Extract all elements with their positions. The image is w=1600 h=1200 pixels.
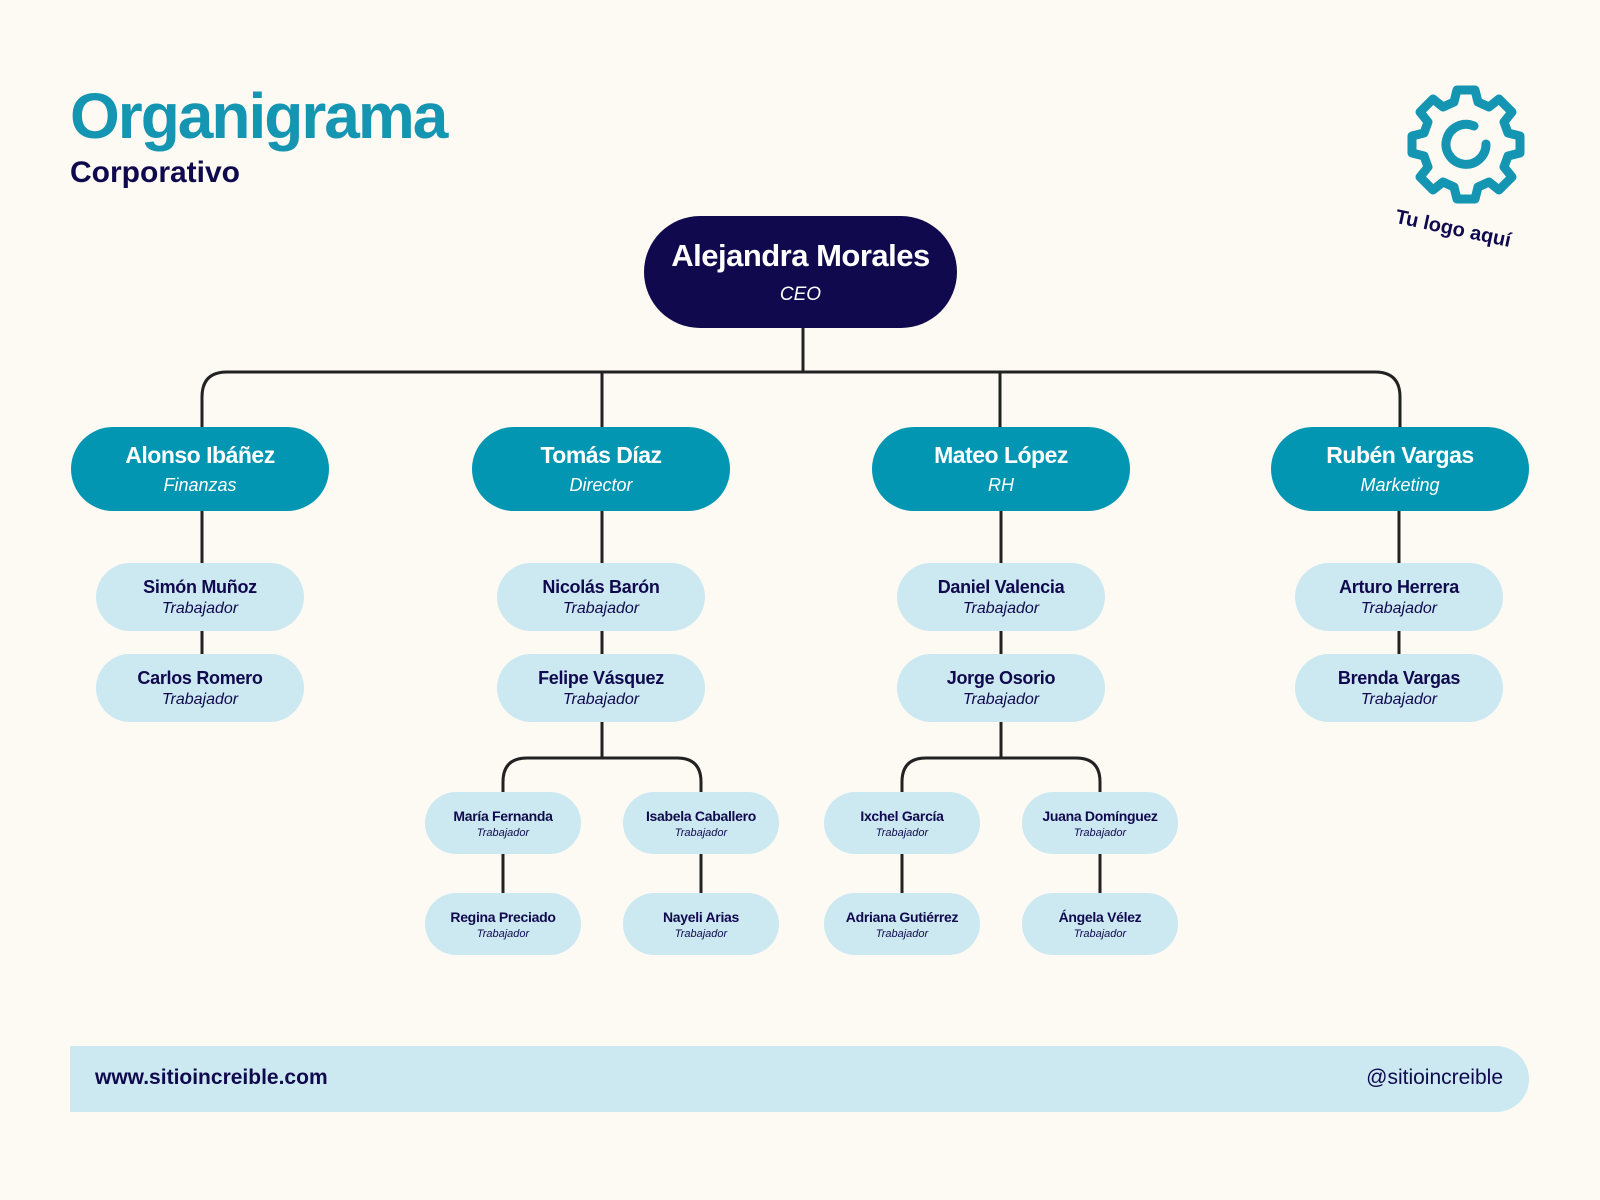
worker-role: Trabajador — [562, 599, 640, 617]
worker-role: Trabajador — [161, 690, 239, 708]
page-title: Organigrama — [70, 80, 448, 152]
worker-name: Arturo Herrera — [1339, 576, 1459, 597]
page-subtitle: Corporativo — [70, 156, 241, 189]
sub-worker-role: Trabajador — [674, 826, 728, 839]
sub-worker-role: Trabajador — [476, 826, 530, 839]
website-link[interactable]: www.sitioincreible.com — [95, 1066, 328, 1089]
sub-worker-name: María Fernanda — [453, 807, 553, 824]
ceo-node: Alejandra Morales CEO — [644, 216, 957, 328]
ceo-role: CEO — [779, 284, 822, 305]
dept-head-finanzas: Alonso Ibáñez Finanzas — [71, 427, 329, 511]
worker-name: Carlos Romero — [137, 667, 263, 688]
sub-worker-node: Isabela Caballero Trabajador — [623, 792, 779, 854]
dept-head-marketing: Rubén Vargas Marketing — [1271, 427, 1529, 511]
sub-worker-node: Regina Preciado Trabajador — [425, 893, 581, 955]
worker-name: Nicolás Barón — [542, 576, 660, 597]
sub-worker-role: Trabajador — [674, 927, 728, 940]
worker-name: Jorge Osorio — [946, 667, 1056, 688]
worker-node: Felipe Vásquez Trabajador — [497, 654, 705, 722]
sub-worker-name: Ángela Vélez — [1058, 908, 1142, 925]
dept-head-role: Director — [569, 475, 633, 495]
dept-head-name: Mateo López — [934, 442, 1068, 468]
worker-role: Trabajador — [962, 599, 1040, 617]
worker-node: Simón Muñoz Trabajador — [96, 563, 304, 631]
worker-role: Trabajador — [161, 599, 239, 617]
worker-name: Daniel Valencia — [937, 576, 1065, 597]
connector-branch-3 — [900, 756, 1102, 792]
sub-worker-role: Trabajador — [476, 927, 530, 940]
worker-node: Nicolás Barón Trabajador — [497, 563, 705, 631]
sub-worker-node: Ángela Vélez Trabajador — [1022, 893, 1178, 955]
worker-node: Daniel Valencia Trabajador — [897, 563, 1105, 631]
dept-head-role: RH — [988, 475, 1014, 495]
worker-name: Simón Muñoz — [143, 576, 257, 597]
sub-worker-name: Adriana Gutiérrez — [845, 908, 959, 925]
worker-role: Trabajador — [1360, 599, 1438, 617]
worker-name: Brenda Vargas — [1337, 667, 1461, 688]
sub-worker-name: Nayeli Arias — [662, 908, 740, 925]
worker-name: Felipe Vásquez — [538, 667, 664, 688]
worker-node: Brenda Vargas Trabajador — [1295, 654, 1503, 722]
sub-worker-role: Trabajador — [875, 826, 929, 839]
dept-head-name: Alonso Ibáñez — [125, 442, 275, 468]
social-handle[interactable]: @sitioincreible — [1366, 1066, 1503, 1089]
sub-worker-role: Trabajador — [875, 927, 929, 940]
sub-worker-name: Ixchel García — [860, 807, 944, 824]
sub-worker-role: Trabajador — [1073, 927, 1127, 940]
connector-main-bus — [200, 370, 1402, 427]
sub-worker-node: Juana Domínguez Trabajador — [1022, 792, 1178, 854]
sub-worker-role: Trabajador — [1073, 826, 1127, 839]
sub-worker-name: Isabela Caballero — [645, 807, 757, 824]
worker-node: Jorge Osorio Trabajador — [897, 654, 1105, 722]
ceo-name: Alejandra Morales — [671, 238, 930, 273]
worker-node: Arturo Herrera Trabajador — [1295, 563, 1503, 631]
sub-worker-name: Regina Preciado — [450, 908, 556, 925]
connector-branch-2 — [501, 756, 703, 792]
dept-head-rh: Mateo López RH — [872, 427, 1130, 511]
footer-bar: www.sitioincreible.com @sitioincreible — [70, 1046, 1529, 1112]
dept-head-name: Rubén Vargas — [1326, 442, 1474, 468]
worker-role: Trabajador — [962, 690, 1040, 708]
gear-icon — [1407, 85, 1525, 204]
sub-worker-node: Adriana Gutiérrez Trabajador — [824, 893, 980, 955]
worker-node: Carlos Romero Trabajador — [96, 654, 304, 722]
dept-head-role: Marketing — [1360, 475, 1440, 495]
sub-worker-node: Ixchel García Trabajador — [824, 792, 980, 854]
sub-worker-node: Nayeli Arias Trabajador — [623, 893, 779, 955]
worker-role: Trabajador — [1360, 690, 1438, 708]
sub-worker-node: María Fernanda Trabajador — [425, 792, 581, 854]
dept-head-role: Finanzas — [163, 475, 237, 495]
worker-role: Trabajador — [562, 690, 640, 708]
dept-head-director: Tomás Díaz Director — [472, 427, 730, 511]
sub-worker-name: Juana Domínguez — [1042, 807, 1158, 824]
dept-head-name: Tomás Díaz — [540, 442, 662, 468]
